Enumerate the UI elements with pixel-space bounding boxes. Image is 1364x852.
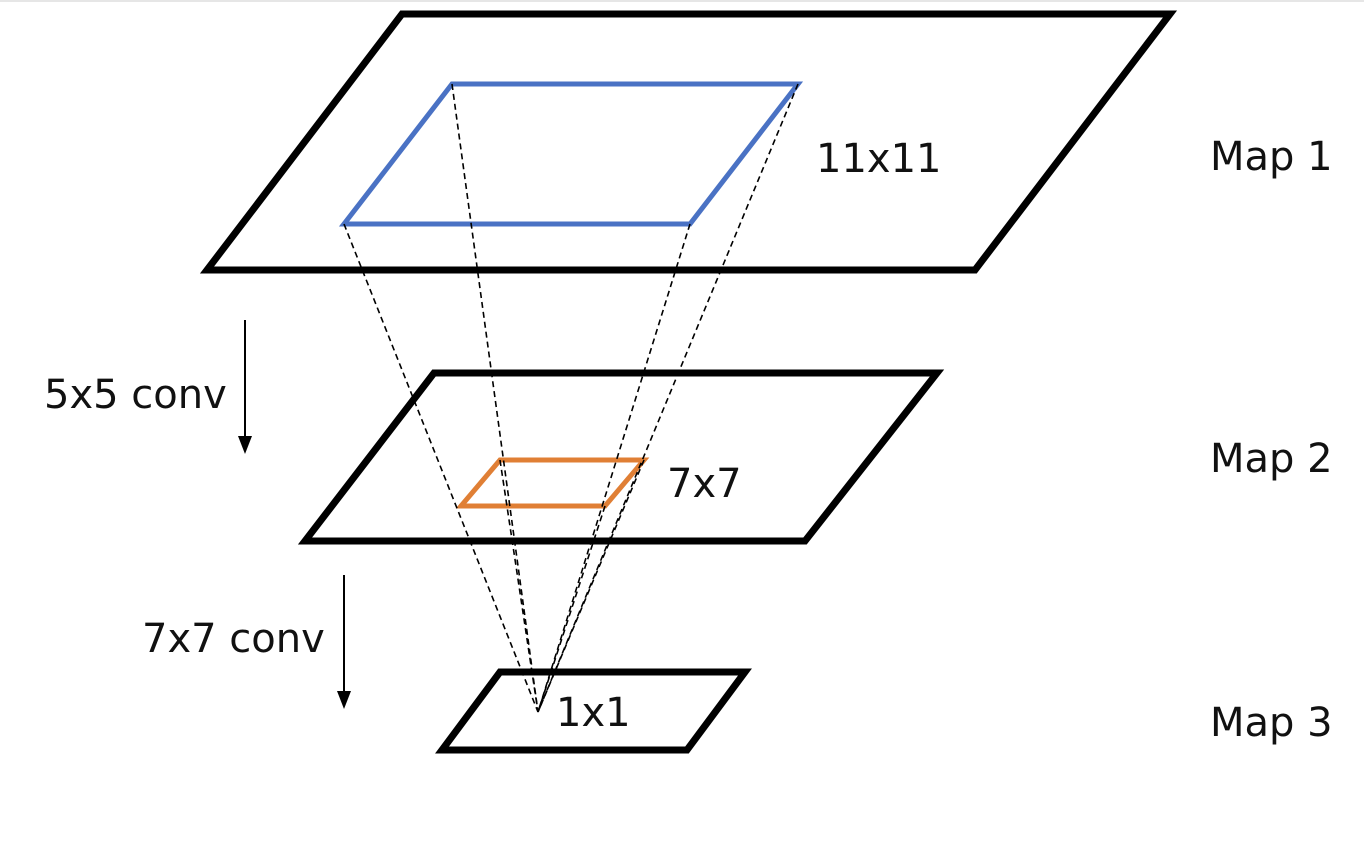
- projection-line: [537, 223, 691, 713]
- map2-label: Map 2: [1210, 436, 1333, 482]
- projection-line: [343, 223, 539, 713]
- projection-line: [499, 459, 539, 713]
- down-arrow-icon: [238, 320, 252, 454]
- map1-plane: [199, 10, 1178, 274]
- projection-line: [451, 83, 539, 713]
- projection-line: [537, 459, 645, 713]
- map1-receptive-field: [338, 81, 804, 227]
- size-label-map3: 1x1: [556, 690, 631, 736]
- size-label-map1: 11x11: [816, 136, 941, 182]
- down-arrow-icon: [337, 575, 351, 709]
- projection-lines: [343, 83, 799, 713]
- map3-plane: [435, 668, 752, 754]
- map2-plane: [297, 369, 945, 545]
- top-divider: [0, 0, 1364, 2]
- projection-line: [537, 83, 799, 713]
- size-label-map2: 7x7: [667, 461, 742, 507]
- map1-label: Map 1: [1210, 134, 1333, 180]
- map3-label: Map 3: [1210, 700, 1333, 746]
- map2-receptive-field: [455, 457, 650, 509]
- conv-label-7x7: 7x7 conv: [142, 616, 325, 662]
- projection-line: [537, 505, 606, 713]
- conv-label-5x5: 5x5 conv: [44, 372, 227, 418]
